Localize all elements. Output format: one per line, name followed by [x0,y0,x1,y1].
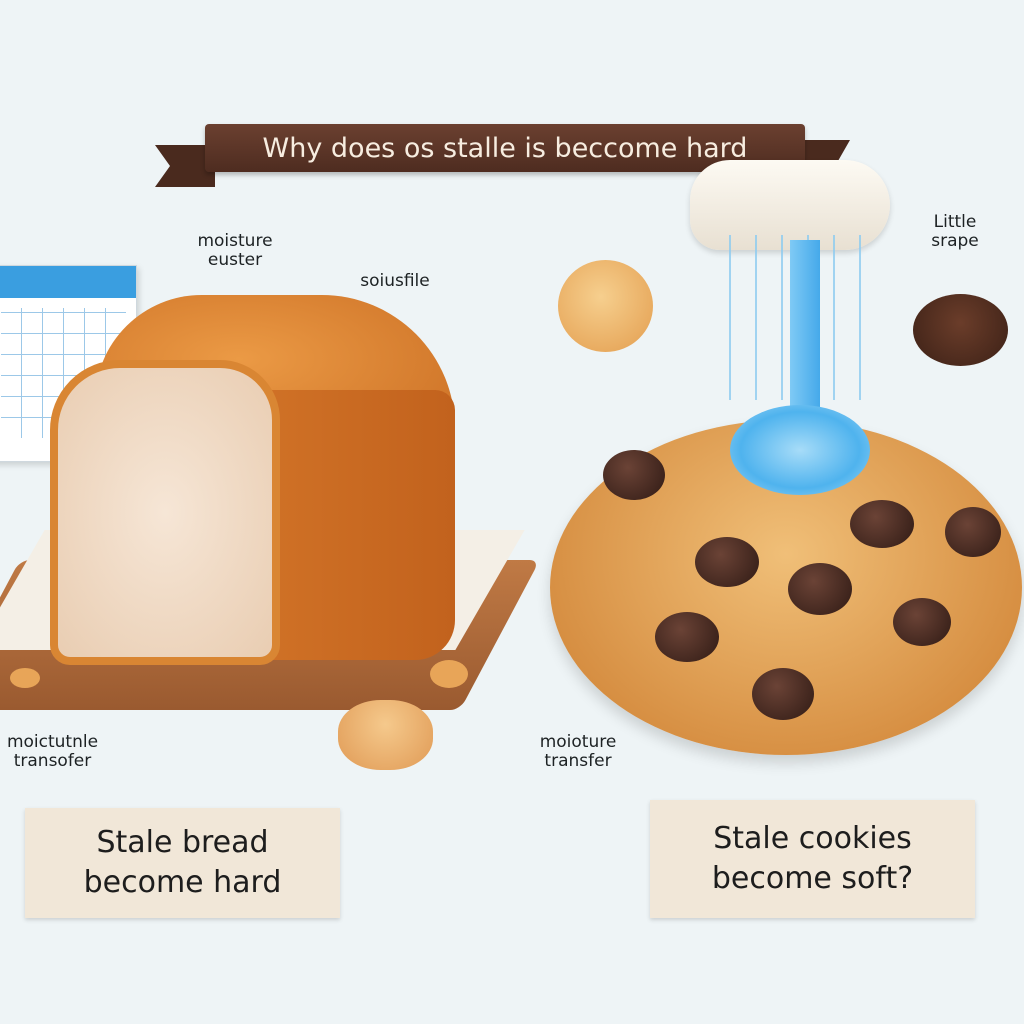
chocolate-chip [850,500,914,548]
chocolate-chip [655,612,719,662]
label-moioture-transfer: moioture transfer [539,732,617,771]
crumb [10,668,40,688]
small-cookie-top [558,260,653,352]
note-stale-bread: Stale bread become hard [25,808,340,918]
label-soiusfile: soiusfile [360,271,430,291]
crumb [430,660,468,688]
chocolate-chip [603,450,665,500]
small-cookie [338,700,433,770]
water-ripple [730,405,870,495]
bread-slice-face [50,360,280,665]
title-banner: Why does os stalle is beccome hard [205,124,805,172]
chocolate-cookie [913,294,1008,366]
page-title: Why does os stalle is beccome hard [262,132,748,164]
label-moictutnle-transofer: moictutnle transofer [6,732,99,771]
label-moisture-euster: moisture euster [197,231,273,270]
chocolate-chip [752,668,814,720]
chocolate-chip [788,563,852,615]
chocolate-chip [695,537,759,587]
label-little-srape: Little srape [931,212,979,251]
chocolate-chip [893,598,951,646]
chocolate-chip [945,507,1001,557]
note-stale-cookies: Stale cookies become soft? [650,800,975,918]
